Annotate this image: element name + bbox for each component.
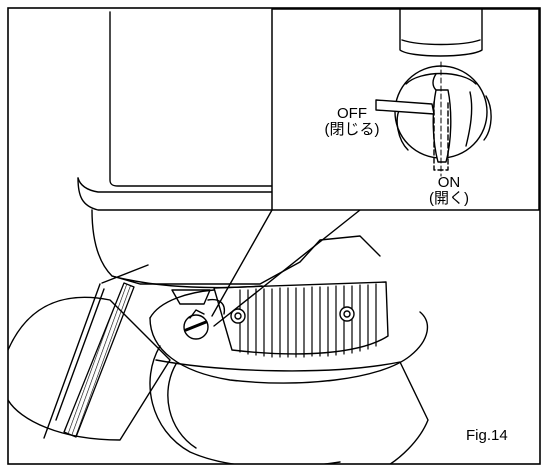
bolt-right: [339, 306, 355, 322]
on-japanese-label: (開く): [429, 190, 469, 207]
leader-line-2: [213, 209, 361, 327]
fins: [239, 283, 377, 358]
off-label: OFF: [337, 105, 367, 122]
lower-housing: [149, 311, 429, 384]
base-body: [8, 296, 171, 441]
housing-band: [77, 177, 273, 211]
fuel-cock: [171, 289, 211, 305]
threaded-spring: [63, 282, 135, 438]
gear-case: [91, 209, 381, 285]
bolt-left: [230, 308, 246, 324]
figure-frame: [7, 7, 541, 465]
off-japanese-label: (閉じる): [324, 121, 380, 138]
motor-housing: [109, 11, 273, 187]
front-skirt: [155, 359, 429, 464]
on-label: ON: [437, 174, 461, 191]
figure-number: Fig.14: [466, 427, 508, 444]
guide-rod: [43, 264, 149, 439]
leader-line-1: [211, 209, 273, 317]
detail-inset: [271, 8, 540, 211]
